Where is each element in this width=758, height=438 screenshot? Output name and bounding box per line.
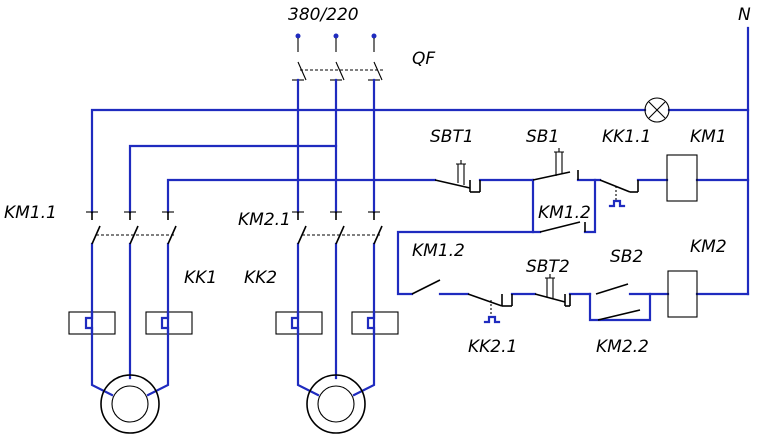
start-button-sb2 — [595, 283, 629, 295]
sbt2-label: SBT2 — [526, 257, 570, 277]
km1-2-lower-label: KM1.2 — [412, 241, 465, 261]
coil-km1 — [666, 154, 698, 202]
neutral-label: N — [738, 5, 751, 25]
supply-label: 380/220 — [288, 5, 359, 25]
labels: 380/220 N QF KM1.1 KM2.1 KK1 KK2 SBT1 SB… — [4, 5, 751, 357]
thermal-contact-kk2-1 — [467, 293, 513, 324]
kk1-label: KK1 — [184, 268, 217, 288]
signal-lamp — [644, 97, 670, 123]
start-button-sb1 — [532, 148, 579, 181]
kk2-1-label: KK2.1 — [468, 337, 517, 357]
thermal-relay-kk1 — [68, 310, 193, 336]
km2-coil-label: KM2 — [690, 237, 727, 257]
kk2-label: KK2 — [244, 268, 277, 288]
contactor-km1-1-main — [86, 211, 177, 245]
km1-coil-label: KM1 — [690, 127, 727, 147]
stop-button-sbt2 — [534, 274, 571, 307]
stop-button-sbt1 — [434, 160, 481, 193]
sb2-label: SB2 — [610, 247, 643, 267]
thermal-relay-kk2 — [275, 310, 399, 336]
wiring — [90, 26, 750, 397]
motor-2 — [306, 374, 366, 434]
contactor-km2-1-main — [292, 211, 383, 245]
km1-2-upper-label: KM1.2 — [538, 203, 591, 223]
km2-1-label: KM2.1 — [238, 210, 291, 230]
kk1-1-label: KK1.1 — [602, 127, 651, 147]
breaker-qf — [292, 61, 384, 81]
sb1-label: SB1 — [526, 127, 559, 147]
supply-terminals — [295, 33, 377, 52]
aux-contact-km1-2-lower — [411, 279, 441, 295]
motor-1 — [100, 374, 160, 434]
km1-1-label: KM1.1 — [4, 203, 57, 223]
km2-2-label: KM2.2 — [596, 337, 649, 357]
aux-contact-km2-2 — [597, 309, 641, 321]
thermal-contact-kk1-1 — [599, 179, 639, 208]
breaker-label: QF — [412, 49, 435, 69]
coil-km2 — [667, 270, 698, 318]
sbt1-label: SBT1 — [430, 127, 474, 147]
aux-contact-km1-2-upper — [539, 221, 586, 233]
